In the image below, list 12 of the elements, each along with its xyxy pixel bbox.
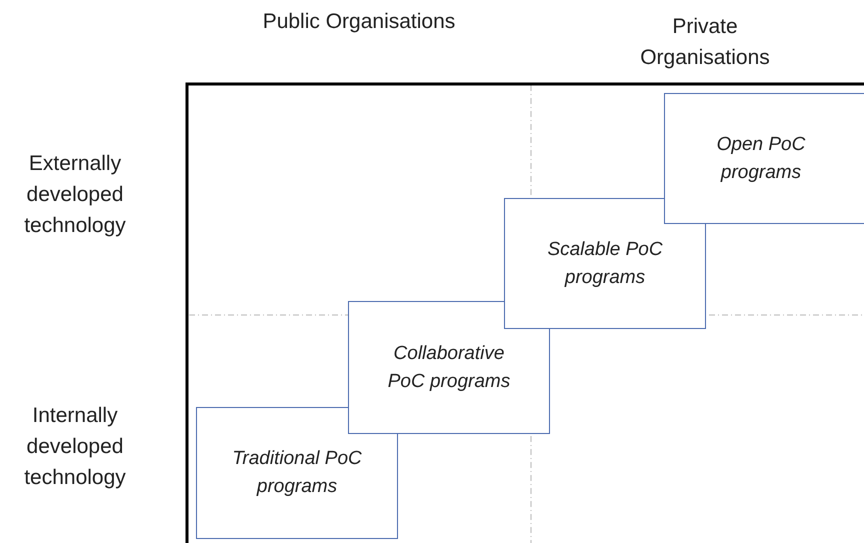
box-label: Collaborative PoC programs [386, 342, 512, 394]
box-label: Open PoC programs [716, 132, 806, 184]
program-box [504, 198, 706, 329]
column-header: Private Organisations [639, 14, 771, 71]
box-label: Traditional PoC programs [231, 447, 363, 499]
program-box [348, 301, 550, 434]
box-label: Scalable PoC programs [546, 238, 664, 290]
program-box [196, 407, 398, 539]
program-box [664, 93, 864, 224]
column-header: Public Organisations [262, 9, 456, 35]
row-header: Internally developed technology [23, 403, 127, 491]
row-header: Externally developed technology [23, 151, 127, 239]
